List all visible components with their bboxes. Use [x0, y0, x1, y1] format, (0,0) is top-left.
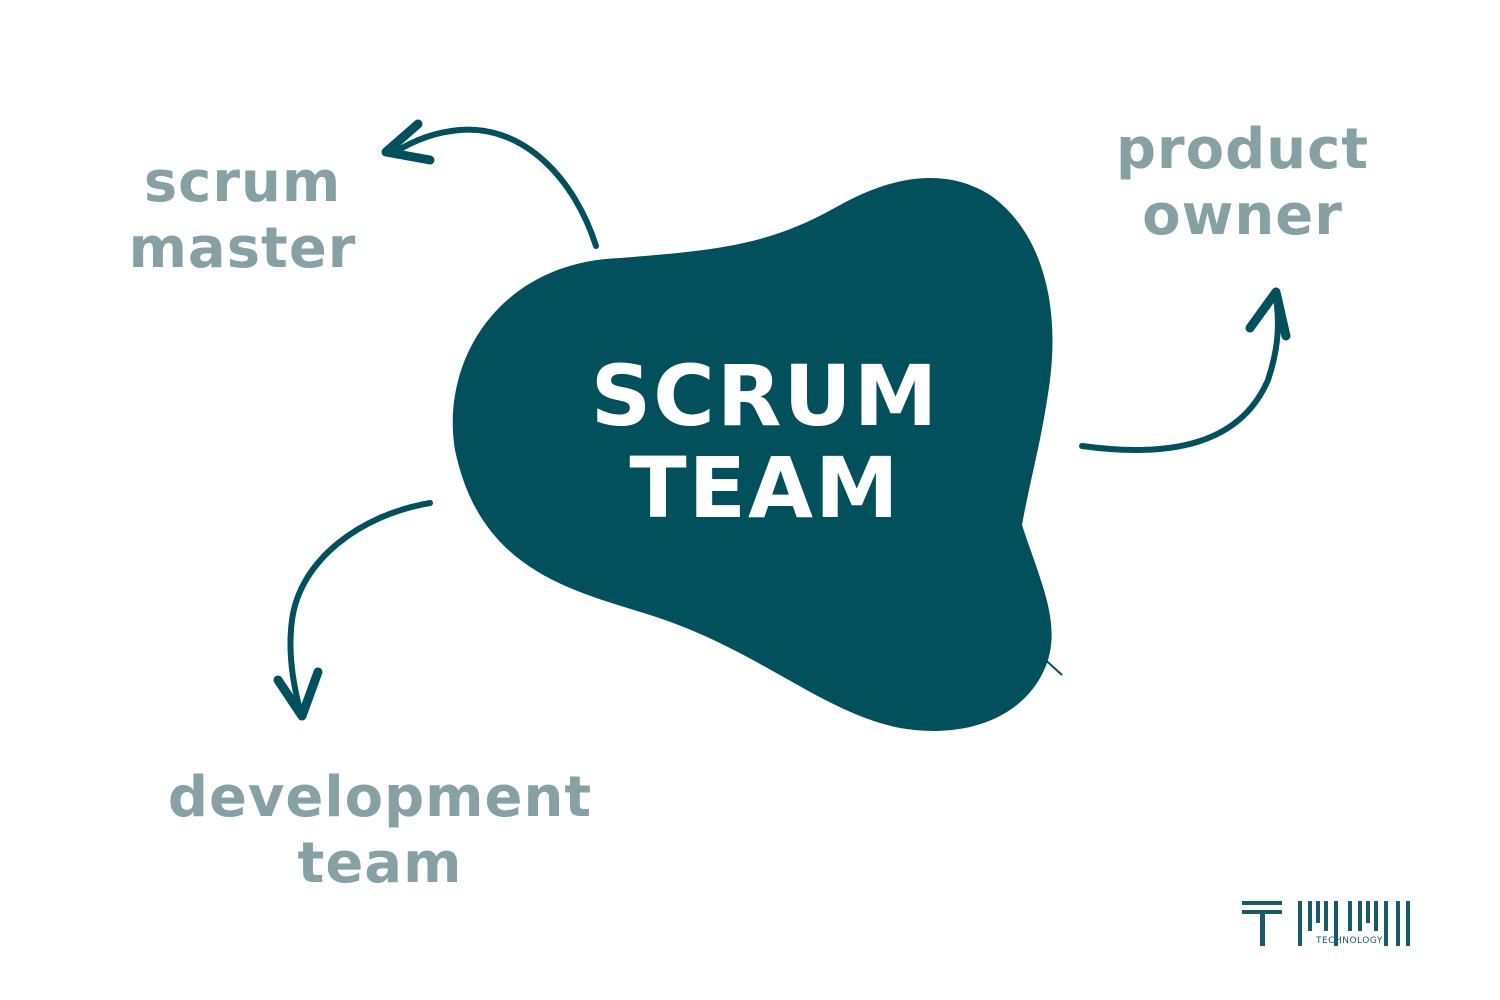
role-label-development-team-line1: development	[167, 765, 593, 830]
logo-caption: TECHNOLOGY	[1316, 936, 1383, 946]
role-label-product-owner: product owner	[1105, 122, 1380, 244]
role-label-development-team: development team	[160, 770, 600, 892]
role-label-development-team-line2: team	[297, 831, 463, 896]
arrowhead-scrum-master	[381, 119, 435, 165]
arrowhead-product-owner	[1245, 287, 1291, 341]
arrowhead-development-team	[273, 667, 323, 721]
arrow-scrum-master	[392, 126, 599, 249]
role-label-scrum-master: scrum master	[110, 155, 375, 277]
role-label-product-owner-line1: product	[1115, 117, 1370, 182]
center-blob	[452, 178, 1053, 731]
blob-tail	[1039, 654, 1063, 676]
center-title-line2: TEAM	[629, 439, 901, 538]
center-title: SCRUM TEAM	[540, 350, 990, 535]
arrow-development-team	[287, 500, 433, 713]
arrow-product-owner	[1079, 295, 1281, 453]
tmm-technology-logo	[1242, 901, 1410, 946]
role-label-scrum-master-line1: scrum	[143, 150, 342, 215]
role-label-product-owner-line2: owner	[1142, 183, 1343, 248]
center-title-line1: SCRUM	[590, 347, 940, 445]
role-label-scrum-master-line2: master	[128, 216, 357, 281]
